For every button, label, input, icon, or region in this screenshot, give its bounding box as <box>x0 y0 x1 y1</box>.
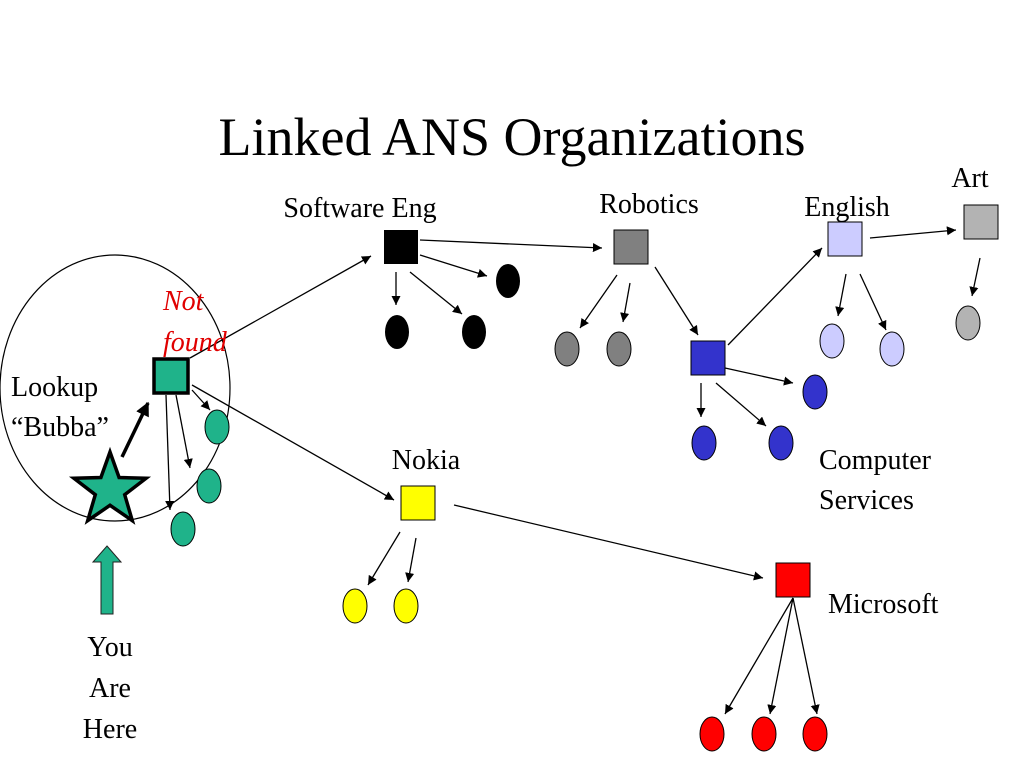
edge-robotics-computer-services <box>654 266 699 336</box>
label-here: Here <box>83 714 137 745</box>
edge-local-nokia <box>191 384 395 501</box>
nokia-node <box>400 485 436 521</box>
local-child-node <box>170 511 196 547</box>
edge-microsoft-child3 <box>792 597 820 715</box>
edge-local-child3 <box>165 394 175 511</box>
edge-microsoft-child2 <box>767 597 794 715</box>
edge-microsoft-child1 <box>724 597 794 715</box>
org-english <box>819 221 905 367</box>
english-node <box>827 221 863 257</box>
edge-software-eng-child1 <box>419 254 488 278</box>
software-eng-child-node <box>496 264 520 298</box>
local-child-node <box>196 468 222 504</box>
edge-computer-services-child1 <box>724 367 794 386</box>
robotics-child-node <box>554 331 580 367</box>
label-computer-services-line1: Computer <box>819 445 932 476</box>
label-not-found-line1: Not <box>162 286 205 317</box>
label-art: Art <box>951 163 989 194</box>
edge-computer-services-english <box>727 247 823 346</box>
computer-services-child-node <box>691 425 717 461</box>
up-arrow-icon <box>91 545 123 615</box>
microsoft-node <box>775 562 811 598</box>
nokia-child-node <box>342 588 368 624</box>
org-computer-services <box>690 340 828 461</box>
label-nokia: Nokia <box>392 445 461 476</box>
computer-services-child-node <box>802 374 828 410</box>
nokia-child-node <box>393 588 419 624</box>
edge-local-software-eng <box>189 255 372 359</box>
edge-english-art <box>869 226 957 239</box>
computer-services-node <box>690 340 726 376</box>
english-child-node <box>879 331 905 367</box>
microsoft-child-node <box>699 716 725 752</box>
edge-lookup <box>120 401 150 458</box>
software-eng-node <box>384 230 418 264</box>
label-are: Are <box>89 673 131 704</box>
edge-nokia-child2 <box>405 537 417 583</box>
label-robotics: Robotics <box>599 189 699 220</box>
software-eng-child-node <box>462 315 486 349</box>
edge-robotics-child2 <box>620 282 631 323</box>
edge-nokia-microsoft <box>453 504 764 581</box>
label-english: English <box>804 192 890 223</box>
org-software-eng <box>384 230 520 349</box>
label-not-found-line2: found <box>163 327 228 358</box>
label-lookup-line1: Lookup <box>11 372 98 403</box>
robotics-child-node <box>606 331 632 367</box>
english-child-node <box>819 323 845 359</box>
art-child-node <box>955 305 981 341</box>
label-microsoft: Microsoft <box>828 589 939 620</box>
local-domain-boundary <box>0 254 231 522</box>
org-nokia <box>342 485 436 624</box>
edge-nokia-child1 <box>367 531 401 586</box>
org-robotics <box>554 229 649 367</box>
microsoft-child-node <box>751 716 777 752</box>
software-eng-child-node <box>385 315 409 349</box>
page-title: Linked ANS Organizations <box>219 107 806 167</box>
edge-robotics-child1 <box>579 274 618 329</box>
edge-software-eng-child3 <box>409 271 463 315</box>
edge-software-eng-robotics <box>419 239 603 253</box>
local-child-node <box>204 409 230 445</box>
edge-computer-services-child3 <box>715 382 767 427</box>
label-you: You <box>87 632 132 663</box>
label-software-eng: Software Eng <box>283 193 436 224</box>
org-art <box>955 204 999 341</box>
label-lookup-line2: “Bubba” <box>11 412 109 443</box>
org-microsoft <box>699 562 828 752</box>
edge-art-child1 <box>969 257 981 297</box>
edge-local-child1 <box>191 389 211 411</box>
art-node <box>963 204 999 240</box>
local-org-node <box>152 357 190 395</box>
edge-english-child2 <box>859 273 887 331</box>
star-icon <box>68 446 152 525</box>
edges <box>120 226 981 715</box>
robotics-node <box>613 229 649 265</box>
computer-services-child-node <box>768 425 794 461</box>
edge-local-child2 <box>175 394 193 469</box>
labels: Software Eng Robotics English Art Nokia … <box>11 163 989 745</box>
microsoft-child-node <box>802 716 828 752</box>
org-local <box>68 357 230 615</box>
edge-english-child1 <box>835 273 847 317</box>
label-computer-services-line2: Services <box>819 485 914 516</box>
